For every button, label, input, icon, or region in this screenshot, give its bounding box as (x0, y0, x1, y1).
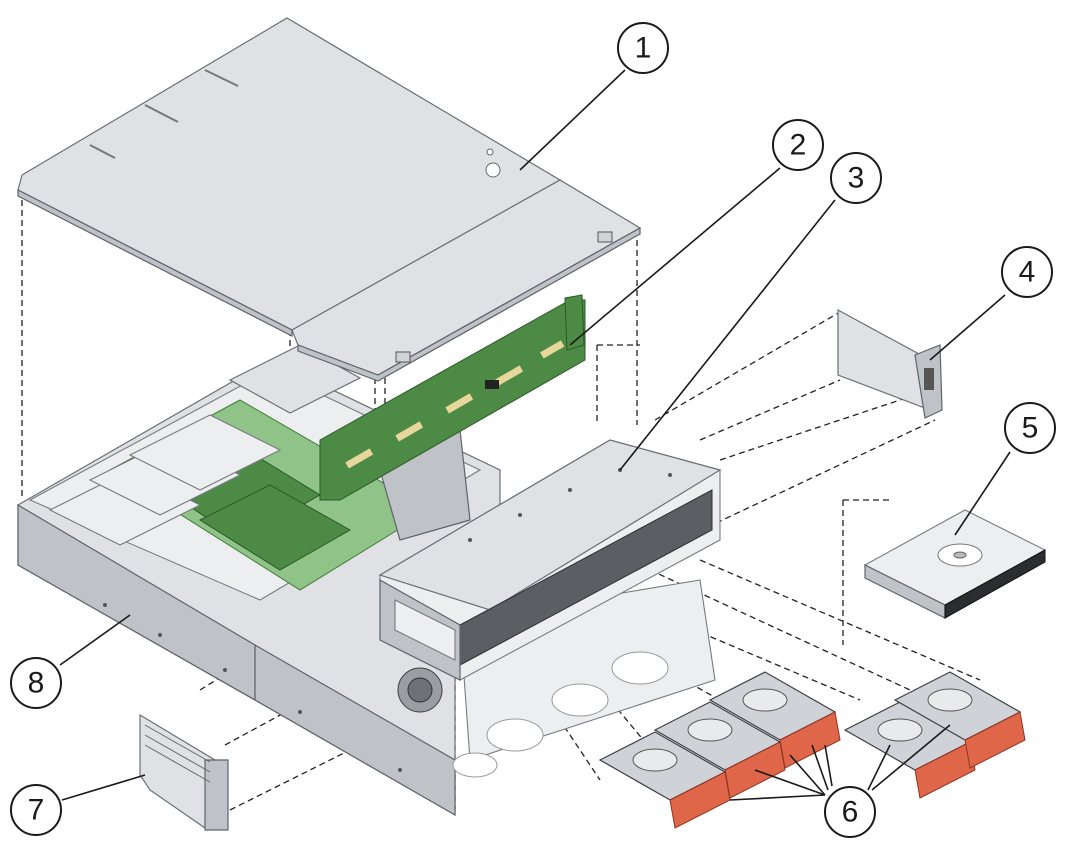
callout-8: 8 (10, 657, 62, 709)
callout-number: 8 (28, 667, 45, 700)
callout-circle (1001, 246, 1053, 298)
top-cover (17, 17, 642, 382)
callout-7: 7 (10, 784, 62, 836)
callout-circle (617, 22, 669, 74)
callout-number: 5 (1022, 412, 1039, 445)
callout-2: 2 (772, 119, 824, 171)
callout-number: 3 (848, 162, 865, 195)
callout-5: 5 (1004, 402, 1056, 454)
callout-number: 6 (842, 796, 859, 829)
callout-circle (10, 657, 62, 709)
callout-number: 4 (1019, 256, 1036, 289)
callout-circle (824, 786, 876, 838)
callout-number: 7 (28, 794, 45, 827)
hard-drive (598, 731, 731, 829)
hard-drive (893, 671, 1026, 769)
drive-cage (378, 439, 722, 681)
front-indicator-module (837, 308, 943, 419)
disk-backplane (319, 294, 586, 501)
callout-number: 2 (790, 129, 807, 162)
callout-circle (830, 152, 882, 204)
callout-circle (10, 784, 62, 836)
front-bezel-panel (139, 713, 229, 831)
callout-6: 6 (824, 786, 876, 838)
hard-drive (843, 701, 976, 799)
callout-1: 1 (617, 22, 669, 74)
dvd-drive (863, 509, 1047, 619)
callout-3: 3 (830, 152, 882, 204)
leader-lines (59, 69, 1011, 801)
callout-circle (772, 119, 824, 171)
callout-4: 4 (1001, 246, 1053, 298)
callout-circle (1004, 402, 1056, 454)
callout-number: 1 (635, 32, 652, 65)
hard-drives (598, 671, 1026, 829)
